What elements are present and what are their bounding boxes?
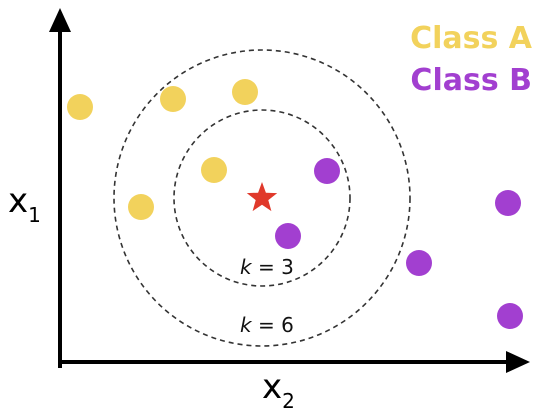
query-point-star-icon xyxy=(246,182,278,212)
class-a-point xyxy=(128,194,154,220)
axes xyxy=(49,8,530,373)
class-a-point xyxy=(160,86,186,112)
outer-k-var: k xyxy=(240,313,253,337)
outer-k-label: k = 6 xyxy=(240,313,294,337)
class-b-point xyxy=(495,190,521,216)
legend-class-a: Class A xyxy=(410,21,533,56)
y-axis-label-sub: 1 xyxy=(28,203,41,227)
y-axis-label: x1 xyxy=(8,181,41,227)
x-axis-label-sub: 2 xyxy=(282,389,295,412)
inner-k-value: = 3 xyxy=(252,255,294,279)
class-a-point xyxy=(232,79,258,105)
inner-k-label: k = 3 xyxy=(240,255,294,279)
class-b-point xyxy=(497,303,523,329)
class-b-point xyxy=(275,223,301,249)
inner-k-var: k xyxy=(240,255,253,279)
class-b-point xyxy=(406,250,432,276)
outer-k-value: = 6 xyxy=(252,313,294,337)
y-axis-arrow-icon xyxy=(49,8,71,32)
class-b-points xyxy=(275,158,523,329)
legend-class-b: Class B xyxy=(410,63,532,98)
inner-neighborhood-circle xyxy=(173,109,351,287)
class-a-point xyxy=(67,94,93,120)
class-a-point xyxy=(201,157,227,183)
x-axis-arrow-icon xyxy=(506,351,530,373)
y-axis-label-main: x xyxy=(8,181,28,221)
outer-neighborhood-circle xyxy=(113,49,411,347)
x-axis-label: x2 xyxy=(262,367,295,412)
class-b-point xyxy=(314,158,340,184)
x-axis-label-main: x xyxy=(262,367,282,407)
class-a-points xyxy=(67,79,258,220)
